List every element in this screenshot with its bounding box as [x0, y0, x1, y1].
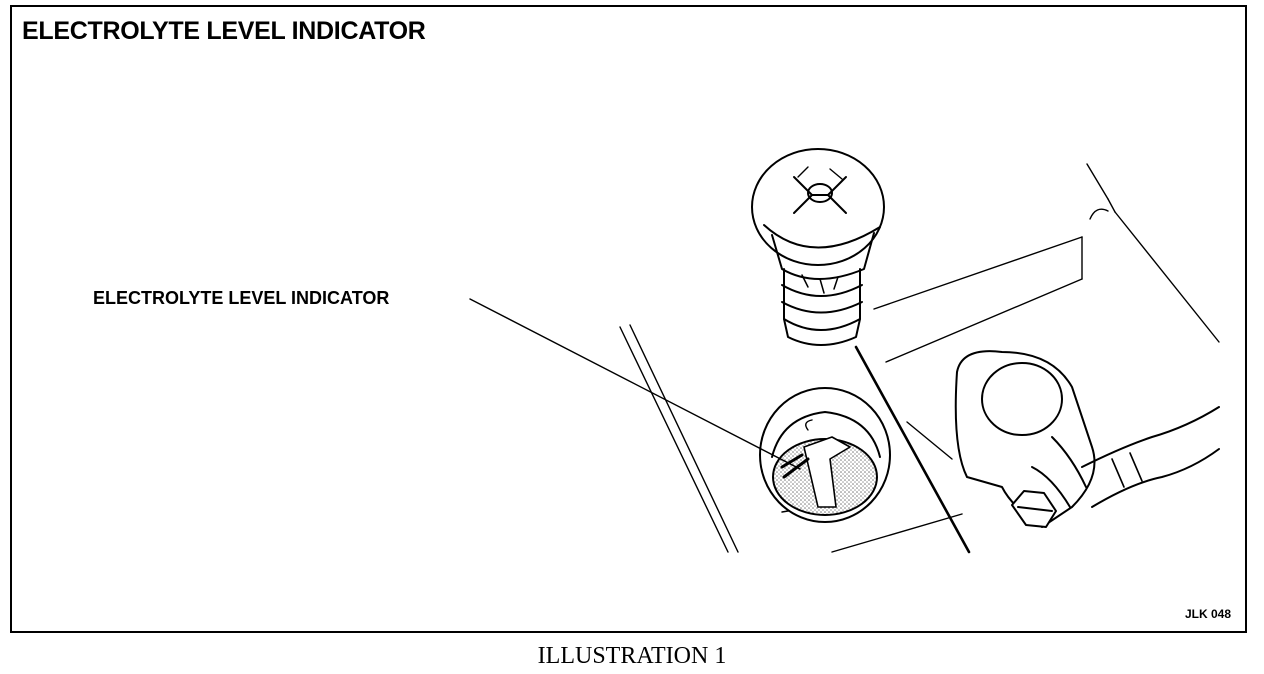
battery-drawing: [469, 148, 1220, 554]
vent-cap: [751, 148, 885, 346]
illustration-frame: ELECTROLYTE LEVEL INDICATOR ELECTROLYTE …: [10, 5, 1247, 633]
figure-title: ELECTROLYTE LEVEL INDICATOR: [22, 17, 426, 45]
callout-leader-line: [469, 298, 801, 470]
reference-code: JLK 048: [1184, 607, 1231, 621]
battery-case-lines: [619, 163, 1220, 554]
figure-caption: ILLUSTRATION 1: [537, 643, 727, 669]
filler-well: [759, 387, 891, 523]
callout-label: ELECTROLYTE LEVEL INDICATOR: [93, 288, 390, 308]
battery-terminal: [954, 350, 1220, 528]
